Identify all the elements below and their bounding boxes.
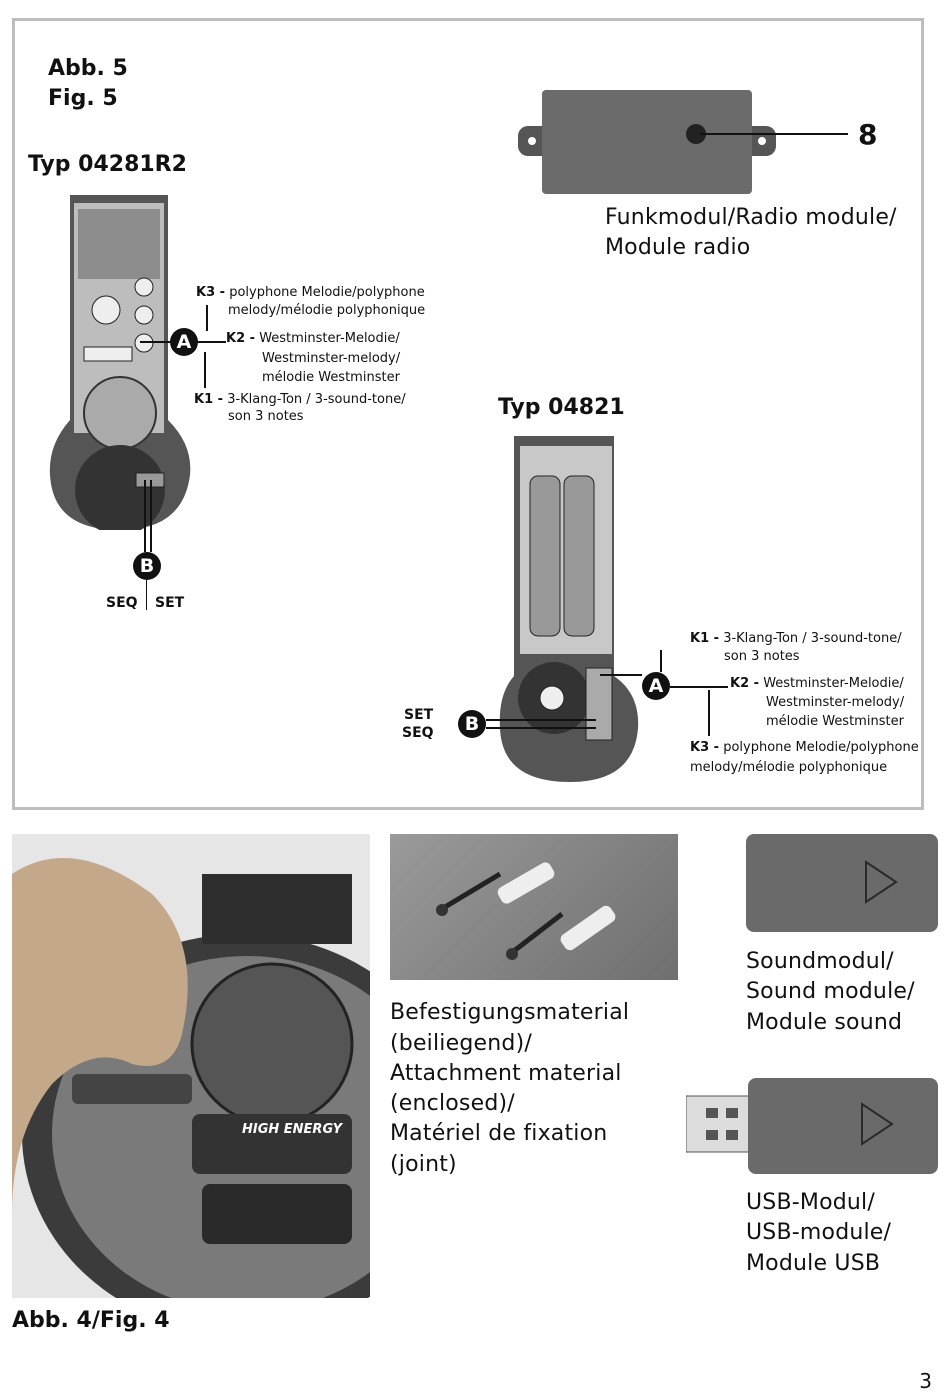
radio-module-leader — [700, 133, 848, 135]
attachment-line4: (enclosed)/ — [390, 1091, 515, 1116]
typ1-k3-line1: polyphone Melodie/polyphone — [229, 285, 425, 300]
page-number: 3 — [919, 1369, 932, 1393]
typ2-k2-line3: mélodie Westminster — [766, 714, 904, 729]
typ1-k1-key: K1 - — [194, 392, 224, 407]
usb-module-image — [686, 1078, 938, 1174]
typ1-seq-label: SEQ — [106, 595, 138, 611]
typ2-marker-b-leader-1 — [486, 719, 596, 721]
typ1-k1-leader — [204, 352, 206, 388]
typ2-k1-leader — [660, 650, 662, 672]
typ1-k3-leader — [206, 305, 208, 331]
typ2-k3-line1: polyphone Melodie/polyphone — [723, 740, 919, 755]
figure-5-frame — [12, 18, 924, 810]
typ2-marker-a-leader — [600, 674, 642, 676]
typ2-k2-label: K2 - Westminster-Melodie/ — [730, 675, 904, 692]
fig4-photo-illustration — [12, 834, 370, 1298]
typ2-k1-line1: 3-Klang-Ton / 3-sound-tone/ — [723, 631, 902, 646]
radio-module-line1: Funkmodul/Radio module/ — [605, 205, 897, 230]
typ1-marker-b-leader-1 — [144, 480, 146, 552]
typ2-k1-line2: son 3 notes — [724, 649, 800, 664]
radio-module-line2: Module radio — [605, 235, 751, 260]
fig4-caption: Abb. 4/Fig. 4 — [12, 1308, 170, 1333]
radio-module-image — [518, 90, 776, 194]
typ1-k2-line2: Westminster-melody/ — [262, 351, 401, 366]
typ1-k1-line2: son 3 notes — [228, 409, 304, 424]
typ2-marker-b-leader-2 — [486, 727, 596, 729]
typ2-k3-line2: melody/mélodie polyphonique — [690, 760, 888, 775]
typ2-k2-line2: Westminster-melody/ — [766, 695, 905, 710]
typ1-title: Typ 04281R2 — [28, 152, 187, 177]
attachment-line5: Matériel de fixation — [390, 1121, 608, 1146]
fig5-title-en: Fig. 5 — [48, 86, 118, 111]
typ2-k3-leader — [708, 690, 710, 736]
typ1-marker-a: A — [170, 328, 198, 356]
typ1-seq-set-divider — [146, 580, 147, 610]
typ2-marker-a: A — [642, 672, 670, 700]
screws-and-plugs-illustration — [436, 862, 616, 960]
typ1-k2-line1: Westminster-Melodie/ — [259, 331, 400, 346]
typ2-marker-b: B — [458, 710, 486, 738]
typ1-marker-b-leader-2 — [150, 480, 152, 552]
typ1-k1-line1: 3-Klang-Ton / 3-sound-tone/ — [227, 392, 406, 407]
typ2-k2-key: K2 - — [730, 676, 760, 691]
attachment-line6: (joint) — [390, 1152, 457, 1177]
typ2-k2-leader — [670, 686, 728, 688]
typ1-set-label: SET — [155, 595, 185, 611]
typ2-k3-label: K3 - polyphone Melodie/polyphone — [690, 739, 919, 756]
battery-label: HIGH ENERGY — [242, 1122, 343, 1137]
typ1-k2-key: K2 - — [226, 331, 256, 346]
typ2-k1-label: K1 - 3-Klang-Ton / 3-sound-tone/ — [690, 630, 902, 647]
sound-module-image — [746, 834, 938, 932]
sound-module-line2: Sound module/ — [746, 979, 915, 1004]
typ2-k2-line1: Westminster-Melodie/ — [763, 676, 904, 691]
typ1-k3-label: K3 - polyphone Melodie/polyphone — [196, 284, 425, 301]
typ1-marker-b: B — [133, 552, 161, 580]
typ1-k2-label: K2 - Westminster-Melodie/ — [226, 330, 400, 347]
sound-module-line3: Module sound — [746, 1010, 903, 1035]
chime-device-image-1 — [49, 195, 191, 530]
radio-module-number: 8 — [858, 118, 878, 151]
typ1-k3-key: K3 - — [196, 285, 226, 300]
attachment-line3: Attachment material — [390, 1061, 622, 1086]
attachment-line2: (beiliegend)/ — [390, 1031, 532, 1056]
usb-module-line2: USB-module/ — [746, 1220, 892, 1245]
usb-module-line3: Module USB — [746, 1251, 881, 1276]
usb-module-line1: USB-Modul/ — [746, 1190, 875, 1215]
attachment-line1: Befestigungsmaterial — [390, 1000, 630, 1025]
typ1-marker-a-leader — [140, 341, 170, 343]
typ1-k2-line3: mélodie Westminster — [262, 370, 400, 385]
typ2-k3-key: K3 - — [690, 740, 720, 755]
typ1-k3-line2: melody/mélodie polyphonique — [228, 303, 426, 318]
typ1-k2-leader — [196, 341, 226, 343]
typ2-set-label: SET — [404, 707, 434, 723]
attachment-photo — [390, 834, 678, 980]
typ2-k1-key: K1 - — [690, 631, 720, 646]
fig5-title-de: Abb. 5 — [48, 56, 128, 81]
sound-module-line1: Soundmodul/ — [746, 949, 894, 974]
typ1-k1-label: K1 - 3-Klang-Ton / 3-sound-tone/ — [194, 391, 406, 408]
fig4-photo: HIGH ENERGY — [12, 834, 370, 1298]
typ2-seq-label: SEQ — [402, 725, 434, 741]
chime-device-image-2 — [499, 436, 639, 782]
typ2-title: Typ 04821 — [498, 395, 625, 420]
